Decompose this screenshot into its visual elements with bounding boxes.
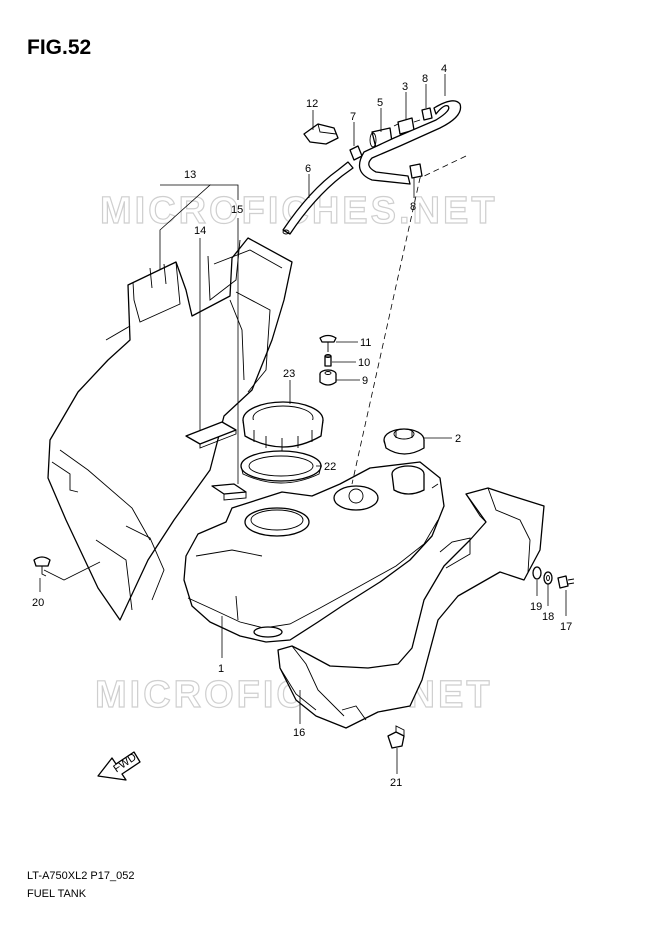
bolt-20 xyxy=(33,556,51,577)
right-side-cover xyxy=(277,487,545,729)
ring-nut xyxy=(242,401,324,452)
seal-pad xyxy=(211,483,247,501)
model-code: LT-A750XL2 P17_052 xyxy=(27,870,135,882)
callout-8-lower: 8 xyxy=(410,201,416,213)
mounting-screw xyxy=(319,334,337,352)
callout-4: 4 xyxy=(441,63,447,75)
clip-21 xyxy=(387,725,405,749)
clamp-8-upper xyxy=(421,107,433,121)
callout-9: 9 xyxy=(362,375,368,387)
fwd-arrow-icon: FWD xyxy=(97,751,141,781)
cushion-pad xyxy=(185,421,237,449)
hose-guide-12 xyxy=(303,123,339,145)
callout-12: 12 xyxy=(306,98,318,110)
filler-cap xyxy=(383,428,425,455)
callout-6: 6 xyxy=(305,163,311,175)
callout-5: 5 xyxy=(377,97,383,109)
callout-numbers: 1 2 3 4 5 6 7 8 8 9 10 11 12 13 14 15 16… xyxy=(32,63,572,789)
breather-hose-6 xyxy=(282,161,354,235)
callout-22: 22 xyxy=(324,461,336,473)
callout-18: 18 xyxy=(542,611,554,623)
washer-18 xyxy=(543,571,553,585)
callout-8-upper: 8 xyxy=(422,73,428,85)
figure-title: FIG.52 xyxy=(27,36,92,59)
bolt-17 xyxy=(557,575,575,589)
figure-name: FUEL TANK xyxy=(27,888,87,900)
collar xyxy=(324,354,332,367)
callout-13: 13 xyxy=(184,169,196,181)
fuel-tank xyxy=(183,461,445,643)
callout-20: 20 xyxy=(32,597,44,609)
callout-11: 11 xyxy=(360,337,371,349)
gasket xyxy=(240,450,322,484)
hose-clamp-7 xyxy=(349,145,363,161)
mounting-cushion xyxy=(319,369,337,386)
breather-hose-4 xyxy=(358,100,462,185)
callout-3: 3 xyxy=(402,81,408,93)
callout-2: 2 xyxy=(455,433,461,445)
callout-19: 19 xyxy=(530,601,542,613)
callout-14: 14 xyxy=(194,225,206,237)
callout-1: 1 xyxy=(218,663,224,675)
callout-15: 15 xyxy=(231,204,243,216)
callout-21: 21 xyxy=(390,777,402,789)
callout-7: 7 xyxy=(350,111,356,123)
cushion-19 xyxy=(532,566,542,580)
callout-23: 23 xyxy=(283,368,295,380)
callout-16: 16 xyxy=(293,727,305,739)
clamp-8-lower xyxy=(409,163,423,179)
leader-lines xyxy=(39,74,567,774)
callout-10: 10 xyxy=(358,357,370,369)
callout-17: 17 xyxy=(560,621,572,633)
